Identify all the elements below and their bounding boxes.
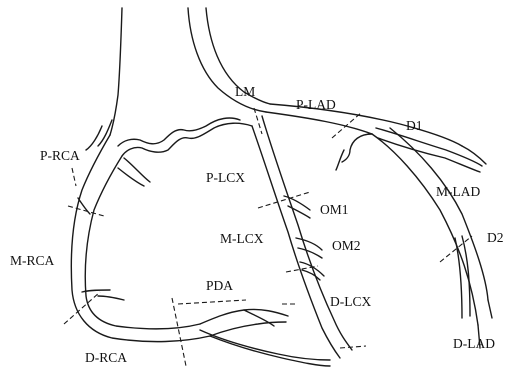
boundary-pda-start	[172, 298, 186, 366]
label-p-rca: P-RCA	[40, 148, 80, 163]
label-d-lcx: D-LCX	[330, 294, 371, 309]
boundary-dlcx-end	[340, 346, 366, 348]
label-d1: D1	[406, 118, 423, 133]
boundary-prca-top	[72, 168, 76, 186]
label-pda: PDA	[206, 278, 233, 293]
segment-labels: LM P-LAD D1 M-LAD D2 D-LAD P-LCX OM1 M-L…	[10, 84, 504, 365]
label-d2: D2	[487, 230, 504, 245]
aorta-outline	[110, 8, 266, 135]
label-om1: OM1	[320, 202, 349, 217]
label-m-lad: M-LAD	[436, 184, 480, 199]
boundary-plad-mlad	[332, 112, 362, 138]
boundary-pda-top	[178, 300, 246, 304]
boundary-prca-mrca	[68, 206, 104, 216]
label-d-lad: D-LAD	[453, 336, 495, 351]
label-m-rca: M-RCA	[10, 253, 55, 268]
label-p-lad: P-LAD	[296, 97, 336, 112]
boundary-plcx-mlcx	[258, 192, 310, 208]
label-m-lcx: M-LCX	[220, 231, 264, 246]
label-p-lcx: P-LCX	[206, 170, 245, 185]
label-om2: OM2	[332, 238, 361, 253]
label-d-rca: D-RCA	[85, 350, 127, 365]
label-lm: LM	[235, 84, 255, 99]
boundary-lm-lad	[254, 108, 262, 134]
